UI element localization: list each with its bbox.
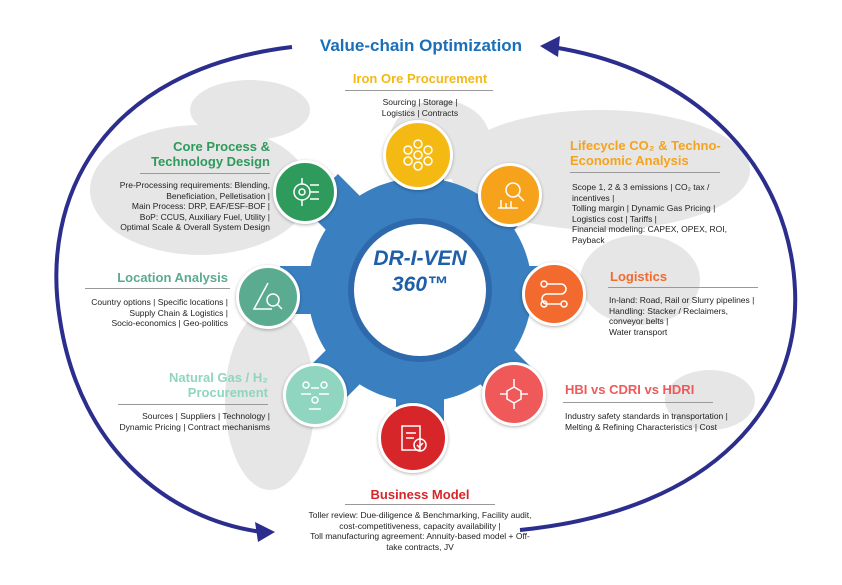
- route-icon: [540, 280, 568, 308]
- natgas-node[interactable]: [283, 363, 347, 427]
- gear: [280, 150, 560, 430]
- lifecycle-desc: Scope 1, 2 & 3 emissions | CO₂ tax /ince…: [572, 182, 727, 245]
- value-chain-title: Value-chain Optimization: [319, 36, 523, 55]
- divider: [118, 404, 268, 405]
- hub-label: DR-I-VEN 360™: [355, 246, 485, 298]
- cube-network-icon: [500, 379, 528, 409]
- divider: [85, 288, 230, 289]
- business-title: Business Model: [370, 487, 470, 502]
- lifecycle-node[interactable]: [478, 163, 542, 227]
- hbi-title: HBI vs CDRI vs HDRI: [565, 382, 695, 397]
- logistics-desc: In-land: Road, Rail or Slurry pipelines …: [609, 295, 755, 337]
- divider: [140, 173, 270, 174]
- business-desc: Toller review: Due-diligence & Benchmark…: [308, 510, 532, 552]
- divider: [608, 287, 758, 288]
- iron-ore-node[interactable]: [383, 120, 453, 190]
- business-node[interactable]: [378, 403, 448, 473]
- hub-line-1: DR-I-VEN: [373, 247, 467, 270]
- divider: [345, 504, 495, 505]
- location-title: Location Analysis: [117, 270, 228, 285]
- iron-ore-title: Iron Ore Procurement: [352, 71, 488, 86]
- iron-ore-desc: Sourcing | Storage |Logistics | Contract…: [381, 97, 459, 118]
- core-desc: Pre-Processing requirements: Blending,Be…: [119, 180, 270, 232]
- clipboard-check-icon: [401, 425, 427, 452]
- natgas-title: Natural Gas / H₂ Procurement: [169, 370, 268, 400]
- divider: [563, 402, 713, 403]
- circuit-gear-icon: [293, 178, 319, 206]
- people-exchange-icon: [301, 381, 329, 410]
- network-circles-icon: [403, 139, 433, 171]
- hub-line-2: 360™: [391, 273, 449, 296]
- financial-chart-icon: [498, 182, 525, 209]
- map-search-icon: [252, 282, 283, 310]
- lifecycle-title: Lifecycle CO₂ & Techno-Economic Analysis: [570, 138, 721, 168]
- core-node[interactable]: [273, 160, 337, 224]
- cycle-arrows: [54, 45, 798, 534]
- location-node[interactable]: [236, 265, 300, 329]
- arrowhead-top: [540, 36, 560, 57]
- core-title: Core Process & Technology Design: [151, 139, 270, 169]
- logistics-node[interactable]: [522, 262, 586, 326]
- hbi-desc: Industry safety standards in transportat…: [565, 411, 728, 432]
- natgas-desc: Sources | Suppliers | Technology |Dynami…: [119, 411, 270, 432]
- divider: [570, 172, 720, 173]
- arrowhead-bottom: [255, 522, 275, 542]
- location-desc: Country options | Specific locations |Su…: [91, 297, 228, 328]
- divider: [345, 90, 493, 91]
- logistics-title: Logistics: [610, 269, 668, 284]
- hbi-node[interactable]: [482, 362, 546, 426]
